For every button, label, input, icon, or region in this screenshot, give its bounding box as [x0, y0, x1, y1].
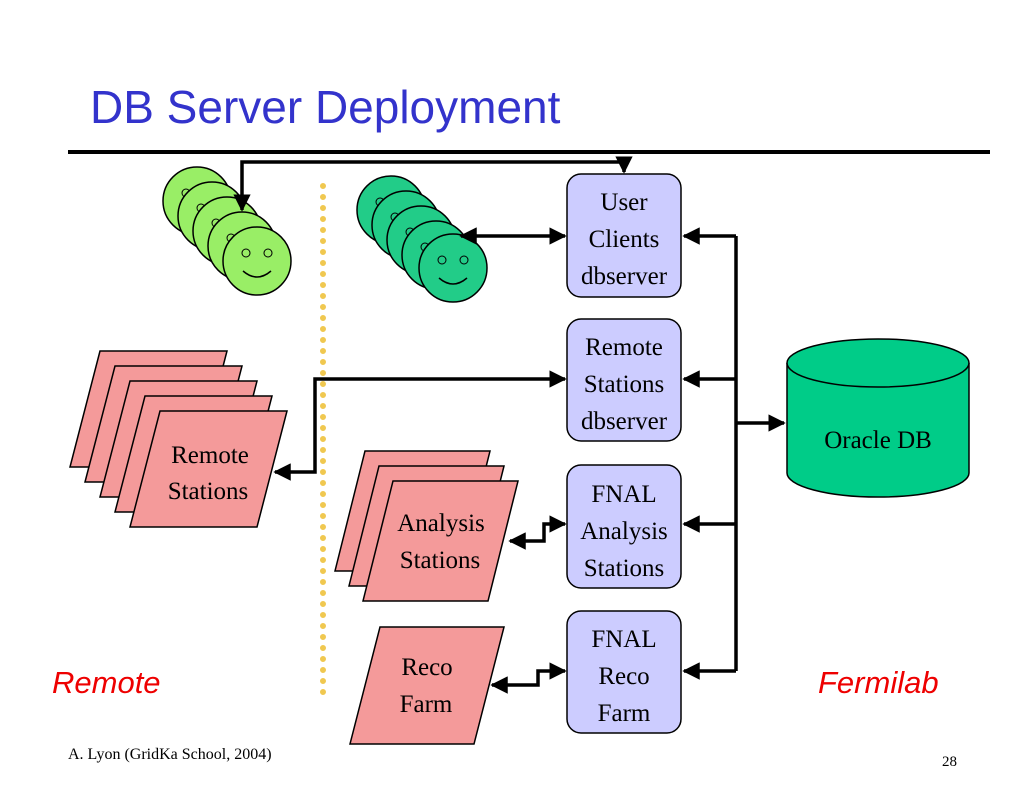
reco-farm-shape: Reco Farm: [349, 626, 505, 745]
server-label-line2: Clients: [589, 226, 660, 253]
server-label-line3: Farm: [598, 700, 651, 727]
remote-region-label: Remote: [52, 665, 161, 700]
user-face-icon: [222, 226, 292, 296]
server-label-line2: Analysis: [580, 518, 668, 545]
page-title: DB Server Deployment: [90, 81, 561, 133]
oracle-db-cylinder: Oracle DB: [786, 338, 970, 498]
analysis-stations-connector: [508, 515, 567, 550]
fermilab-region-label: Fermilab: [818, 665, 939, 700]
reco-farm-connector: [490, 662, 567, 694]
server-label-line3: dbserver: [581, 408, 668, 435]
fnal-reco-farm-box: FNAL Reco Farm: [566, 610, 682, 734]
server-label-line1: FNAL: [591, 481, 656, 508]
server-label-line3: dbserver: [581, 263, 668, 290]
remote-stations-label-line1: Remote: [171, 442, 249, 469]
analysis-stations-label-line1: Analysis: [397, 510, 485, 537]
reco-farm-label-line1: Reco: [401, 654, 452, 681]
oracle-db-label: Oracle DB: [824, 427, 932, 454]
remote-stations-dbserver-box: Remote Stations dbserver: [566, 318, 682, 442]
remote-users-connector: [233, 156, 633, 212]
server-label-line1: FNAL: [591, 626, 656, 653]
page-number: 28: [942, 754, 957, 770]
server-label-line2: Stations: [584, 371, 665, 398]
remote-stations-label-line2: Stations: [168, 478, 249, 505]
server-label-line2: Reco: [598, 663, 649, 690]
footer-credit: A. Lyon (GridKa School, 2004): [68, 746, 272, 763]
title-underline: [68, 150, 990, 154]
server-label-line3: Stations: [584, 555, 665, 582]
local-users-icon: [356, 175, 488, 303]
reco-farm-label-line2: Farm: [400, 691, 453, 718]
remote-stations-connector: [273, 370, 567, 481]
analysis-stations-label-line2: Stations: [400, 547, 481, 574]
remote-users-icon: [162, 166, 292, 296]
user-clients-dbserver-box: User Clients dbserver: [566, 173, 682, 298]
fnal-analysis-stations-box: FNAL Analysis Stations: [566, 464, 682, 589]
user-face-icon: [418, 233, 488, 303]
analysis-stations-stack: Analysis Stations: [334, 450, 519, 602]
remote-stations-stack: Remote Stations: [69, 350, 288, 528]
server-label-line1: User: [600, 189, 648, 216]
connectors: [233, 156, 786, 694]
server-label-line1: Remote: [585, 334, 663, 361]
